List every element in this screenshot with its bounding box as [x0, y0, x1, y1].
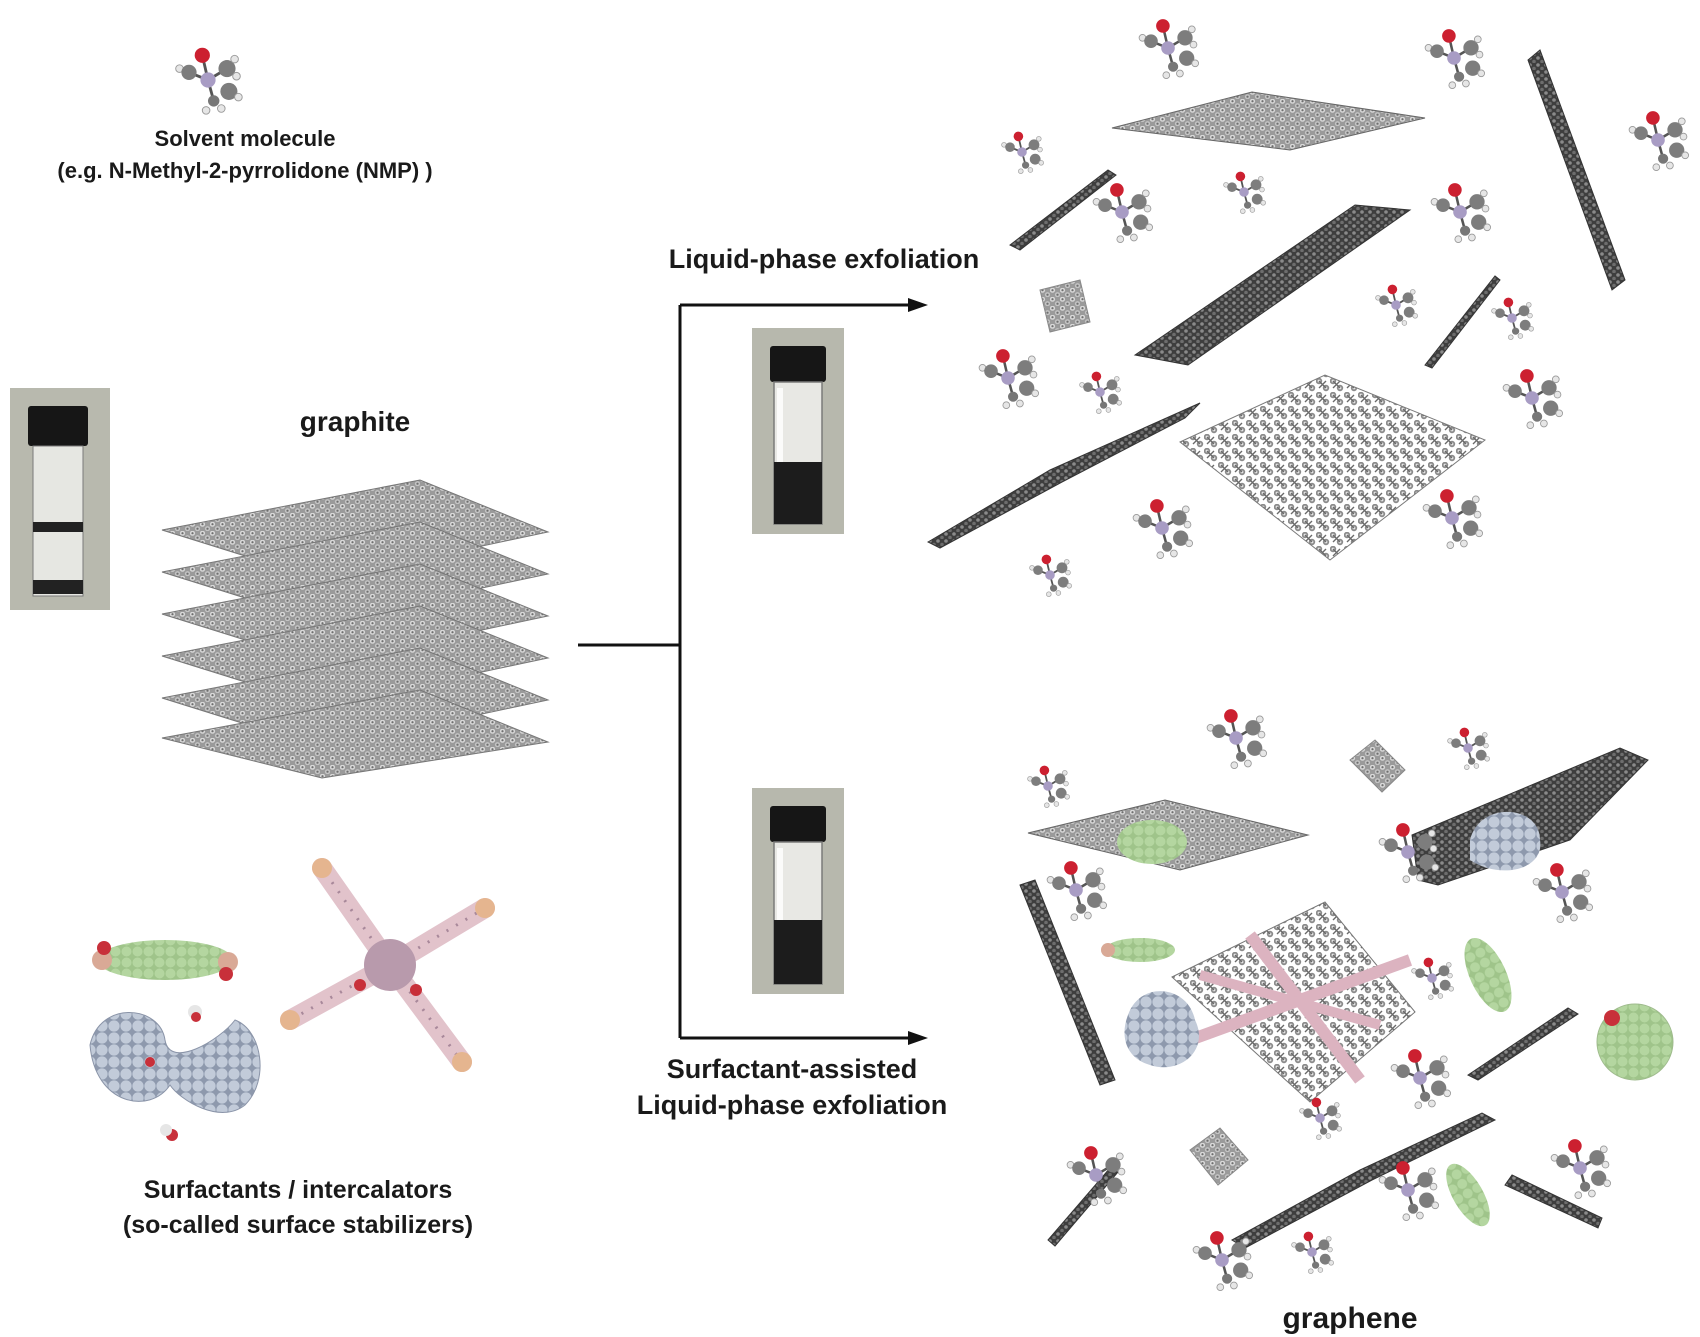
dispersion-vial-photo-bottom	[751, 787, 845, 995]
graphite-stack	[161, 479, 550, 779]
graphene-label: graphene	[1282, 1302, 1417, 1335]
arrow-head-top	[908, 298, 928, 312]
surfactants-title: Surfactants / intercalators	[144, 1176, 452, 1204]
solvent-example: (e.g. N-Methyl-2-pyrrolidone (NMP) )	[57, 158, 432, 183]
arrow-head-bottom	[908, 1031, 928, 1045]
graphite-vial-photo	[10, 388, 110, 610]
exfoliated-graphene-bottom	[1019, 707, 1674, 1292]
solvent-title: Solvent molecule	[155, 126, 336, 151]
star-surfactant-icon	[280, 858, 495, 1072]
route-bottom-label-1: Surfactant-assisted	[667, 1054, 918, 1084]
route-top-label: Liquid-phase exfoliation	[669, 244, 980, 274]
exfoliated-graphene-top	[926, 17, 1690, 598]
solvent-molecule-icon	[174, 46, 244, 116]
process-arrows	[578, 303, 915, 1040]
graphite-label: graphite	[300, 406, 410, 437]
bile-surfactant-icon	[89, 1005, 261, 1141]
dispersion-vial-photo-top	[751, 327, 845, 535]
surfactants-subtitle: (so-called surface stabilizers)	[123, 1211, 473, 1239]
route-bottom-label-2: Liquid-phase exfoliation	[637, 1090, 948, 1120]
pyrene-surfactant-icon	[92, 940, 238, 981]
